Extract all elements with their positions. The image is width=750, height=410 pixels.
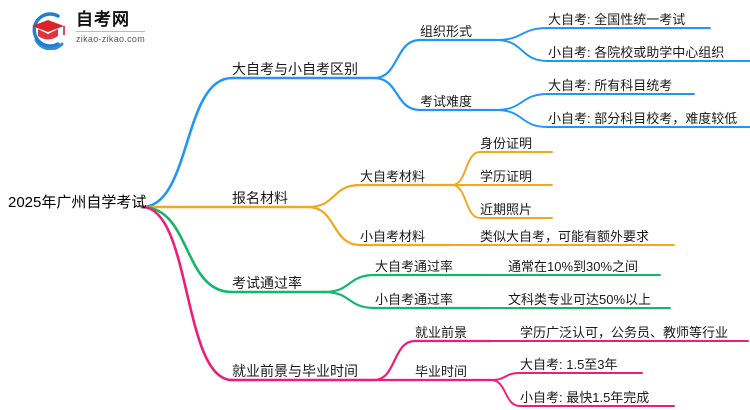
branch-pass-rate[interactable]: 考试通过率 — [232, 275, 302, 291]
leaf-all-subjects-unified[interactable]: 大自考: 所有科目统考 — [548, 78, 673, 93]
leaf-college-organized[interactable]: 小自考: 各院校或助学中心组织 — [548, 45, 725, 60]
node-big-exam-materials[interactable]: 大自考材料 — [360, 169, 426, 184]
site-logo: 自考网 zikao-zikao.com — [28, 8, 178, 52]
leaf-pass-10-30[interactable]: 通常在10%到30%之间 — [508, 259, 639, 274]
graduation-cap-icon — [32, 12, 65, 50]
logo-subtitle: zikao-zikao.com — [76, 31, 146, 45]
leaf-small-fastest-1-5[interactable]: 小自考: 最快1.5年完成 — [520, 390, 650, 405]
leaf-partial-school-exam[interactable]: 小自考: 部分科目校考，难度较低 — [548, 111, 738, 126]
node-small-pass-rate[interactable]: 小自考通过率 — [375, 292, 454, 307]
node-organization-form[interactable]: 组织形式 — [420, 24, 473, 39]
leaf-recent-photo[interactable]: 近期照片 — [480, 202, 533, 217]
node-graduation-time[interactable]: 毕业时间 — [415, 364, 468, 379]
leaf-liberal-arts-50[interactable]: 文科类专业可达50%以上 — [508, 292, 652, 307]
branch-registration-materials[interactable]: 报名材料 — [232, 190, 288, 206]
branch-prospects-graduation[interactable]: 就业前景与毕业时间 — [232, 363, 358, 379]
branch-difference[interactable]: 大自考与小自考区别 — [232, 61, 358, 77]
node-small-exam-materials[interactable]: 小自考材料 — [360, 229, 426, 244]
node-exam-difficulty[interactable]: 考试难度 — [420, 94, 473, 109]
leaf-widely-recognized[interactable]: 学历广泛认可，公务员、教师等行业 — [520, 325, 729, 340]
logo-title: 自考网 — [76, 10, 130, 29]
node-employment-prospects[interactable]: 就业前景 — [415, 325, 468, 340]
leaf-big-1-5-to-3[interactable]: 大自考: 1.5至3年 — [520, 357, 618, 372]
node-big-pass-rate[interactable]: 大自考通过率 — [375, 259, 454, 274]
mindmap-root-node[interactable]: 2025年广州自学考试 — [8, 194, 147, 211]
leaf-id-proof[interactable]: 身份证明 — [480, 136, 533, 151]
leaf-education-proof[interactable]: 学历证明 — [480, 169, 533, 184]
leaf-national-exam[interactable]: 大自考: 全国性统一考试 — [548, 12, 686, 27]
leaf-similar-extra[interactable]: 类似大自考，可能有额外要求 — [480, 229, 650, 244]
